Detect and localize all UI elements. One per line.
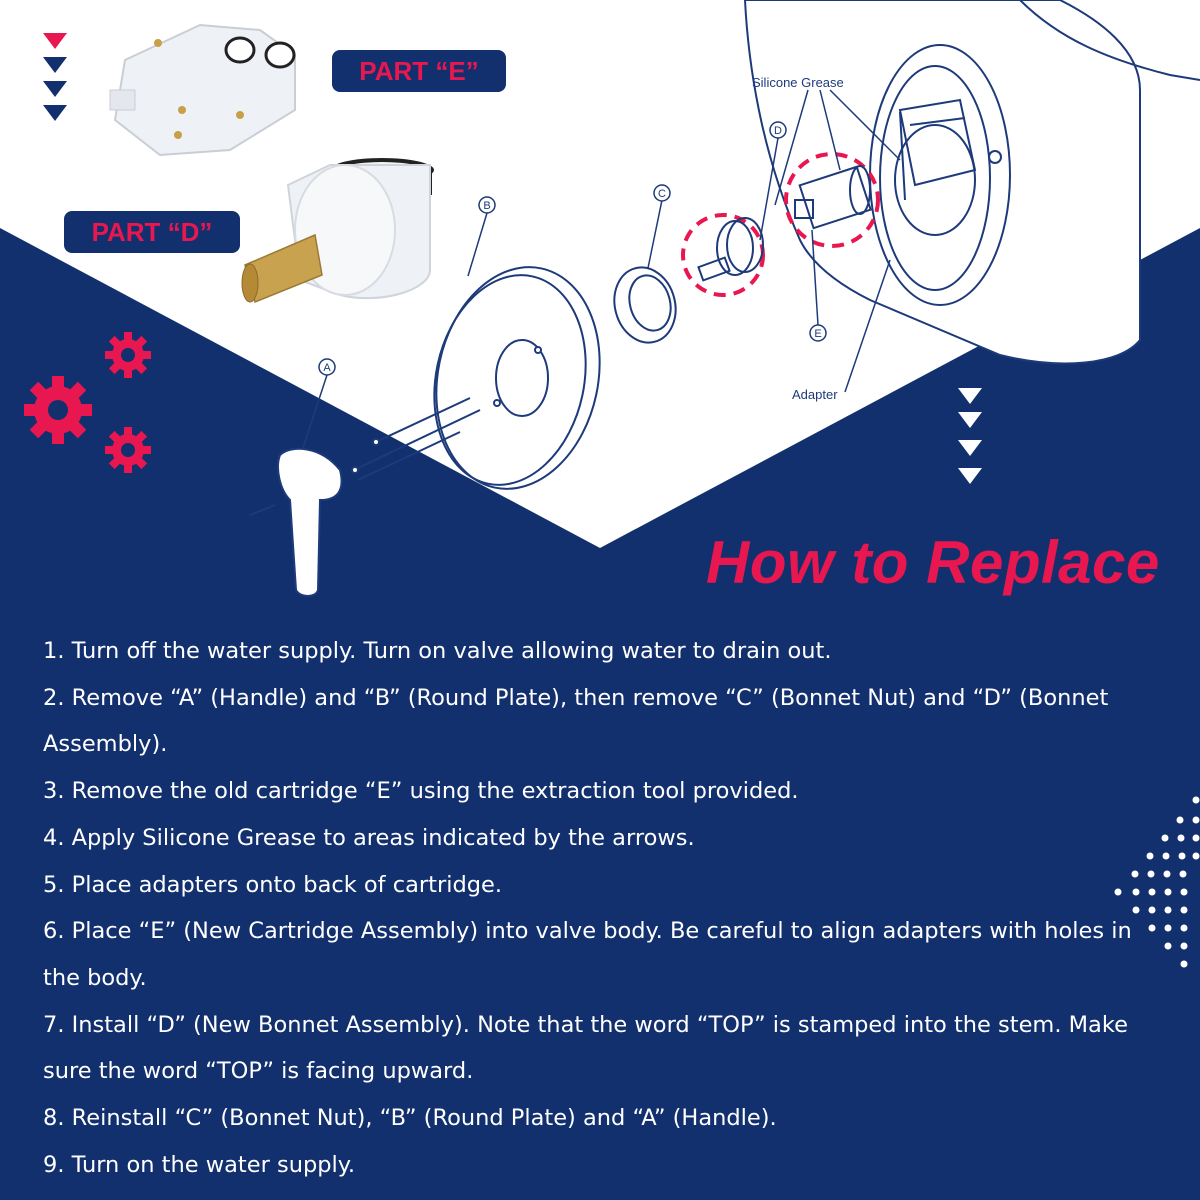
callout-d: D — [774, 125, 782, 137]
diagram-handle — [249, 397, 481, 597]
step-7: 7. Install “D” (New Bonnet Assembly). No… — [43, 1011, 1128, 1085]
arrow-markers-right — [958, 388, 982, 484]
callout-circles — [318, 121, 827, 376]
callout-a: A — [323, 362, 331, 374]
step-2: 2. Remove “A” (Handle) and “B” (Round Pl… — [43, 684, 1109, 758]
leader-lines — [302, 89, 901, 449]
diagram-cartridge — [794, 165, 872, 230]
wall-outline — [743, 0, 1200, 365]
arrow-markers-top-left — [43, 33, 67, 121]
step-1: 1. Turn off the water supply. Turn on va… — [43, 638, 832, 664]
gear-icons — [24, 332, 151, 473]
page-title: How to Replace — [706, 529, 1160, 596]
part-e-image — [109, 23, 296, 157]
diagram-round-plate — [433, 266, 601, 490]
wall-escutcheon — [869, 44, 1011, 306]
diagram-bonnet-assembly — [697, 217, 764, 282]
part-e-label: PART “E” — [332, 50, 506, 92]
diagram-bonnet-nut — [613, 266, 677, 344]
silicone-grease-callout: Silicone Grease — [752, 75, 844, 90]
highlight-circles — [681, 152, 880, 297]
callout-c: C — [658, 188, 666, 200]
callout-e: E — [814, 328, 821, 340]
step-5: 5. Place adapters onto back of cartridge… — [43, 871, 503, 898]
callout-b: B — [483, 200, 490, 212]
step-9: 9. Turn on the water supply. — [43, 1151, 356, 1178]
part-d-image — [241, 158, 434, 304]
step-3: 3. Remove the old cartridge “E” using th… — [43, 778, 799, 805]
gear-icon — [105, 332, 151, 378]
adapter-callout: Adapter — [792, 387, 838, 402]
gear-icon — [24, 376, 92, 444]
step-4: 4. Apply Silicone Grease to areas indica… — [43, 824, 695, 851]
instruction-steps: 1. Turn off the water supply. Turn on va… — [43, 628, 1143, 1188]
step-8: 8. Reinstall “C” (Bonnet Nut), “B” (Roun… — [43, 1105, 777, 1132]
part-d-label: PART “D” — [64, 211, 240, 253]
dot-pattern — [1114, 796, 1200, 968]
callout-letters: A B C D E — [323, 125, 821, 374]
step-6: 6. Place “E” (New Cartridge Assembly) in… — [43, 918, 1132, 991]
gear-icon — [105, 427, 151, 473]
